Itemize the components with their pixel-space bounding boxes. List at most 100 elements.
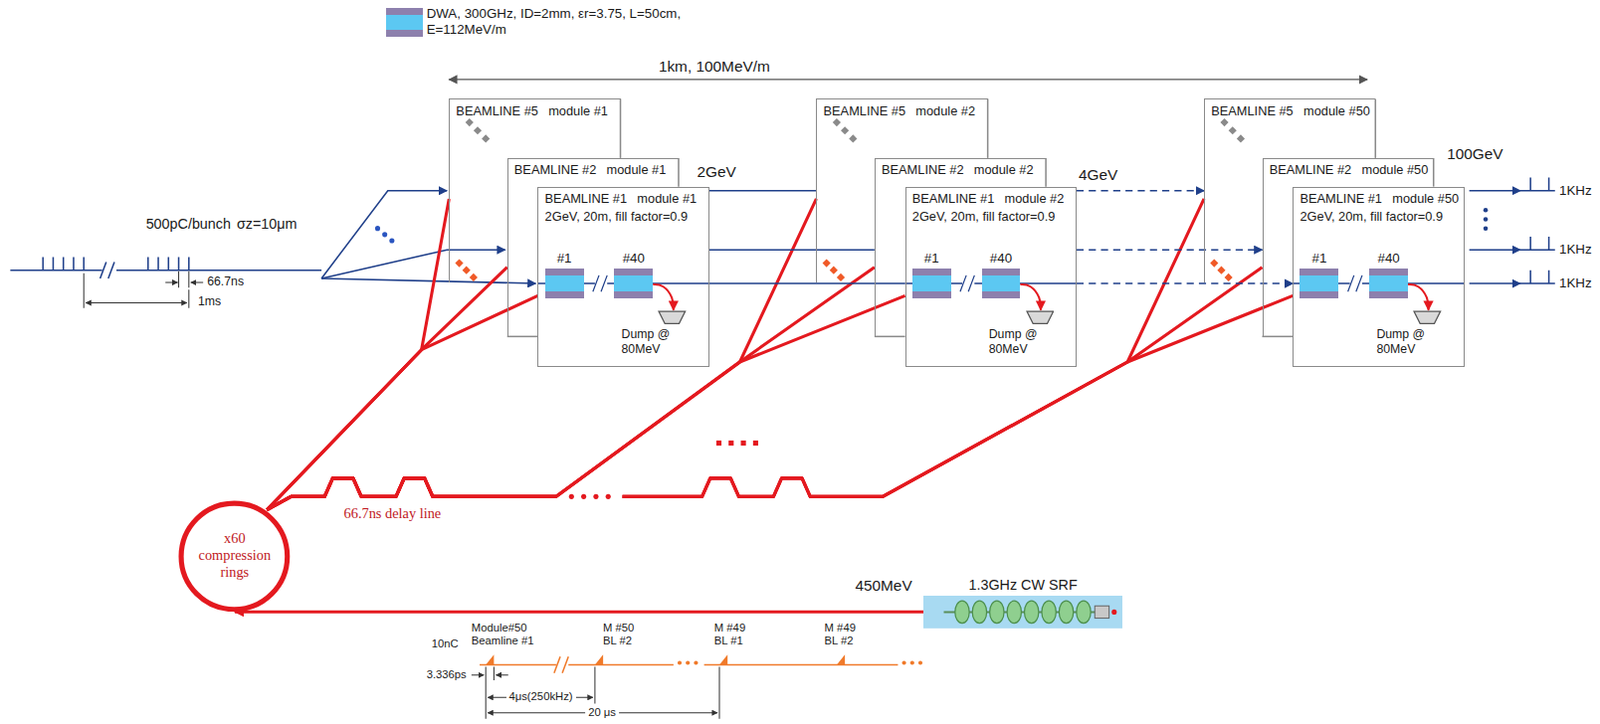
timing-marks	[471, 667, 720, 720]
timing-marks	[487, 712, 718, 714]
beamline-title: BEAMLINE #1	[912, 191, 996, 206]
dwa-structure: #1	[545, 250, 585, 300]
ring-outline	[182, 503, 289, 610]
beamline-title: BEAMLINE #2	[514, 162, 598, 178]
beam-dump-label: Dump @ 80MeV	[989, 327, 1044, 358]
length-dimension	[448, 78, 1368, 80]
beamline-box: BEAMLINE #5 module #50	[1203, 98, 1376, 283]
box-edge	[874, 336, 906, 339]
bunch-timing	[902, 660, 907, 665]
beam-transport-line	[266, 295, 1293, 510]
beam-split	[321, 191, 447, 279]
srf-cavity	[944, 610, 1108, 613]
beam-line	[1076, 190, 1204, 193]
beamline-title: BEAMLINE #2	[881, 162, 965, 178]
srf-cavity	[955, 600, 970, 624]
dump-symbol	[1026, 311, 1054, 324]
beam-transport-line	[266, 199, 449, 511]
beam-dump-label: Dump @ 80MeV	[621, 327, 677, 358]
beamline-box: BEAMLINE #5module #1	[448, 98, 620, 283]
dwa-structure-label: #1	[912, 250, 952, 267]
box-edge	[619, 98, 622, 158]
bunch-train	[9, 269, 322, 272]
bunch-timing	[485, 654, 494, 665]
box-edge	[1044, 158, 1047, 188]
bunch-train	[42, 256, 190, 270]
beamline-title: BEAMLINE #5	[1210, 103, 1294, 119]
box-edge	[507, 98, 1434, 337]
timing-marks	[83, 271, 190, 309]
timing-marks	[485, 667, 720, 720]
output-beam	[1469, 177, 1556, 284]
compression-ring: x60 compression rings	[178, 500, 291, 613]
module-title: module #2	[915, 103, 976, 119]
delay-ellipsis	[581, 494, 587, 500]
module-title: module #50	[1303, 103, 1371, 119]
timing-marks	[191, 282, 203, 284]
module-title: module #2	[1004, 191, 1065, 206]
annotation: 1KHz	[1559, 241, 1593, 258]
bunch-timing	[836, 654, 845, 665]
ellipsis-dots	[1483, 225, 1489, 231]
ellipsis-dots	[375, 225, 395, 243]
timing-label: 10nC	[431, 637, 459, 652]
beamline-title: BEAMLINE #1	[1299, 191, 1383, 206]
srf-cavity	[1111, 609, 1117, 615]
beam-transport-line	[652, 284, 674, 311]
timing-label: M #49 BL #1	[714, 621, 756, 649]
ellipsis-dots	[382, 231, 388, 237]
dump-symbol	[1025, 310, 1055, 325]
timing-label: M #49 BL #2	[824, 621, 866, 649]
dwa-structure: #1	[1299, 250, 1339, 300]
dwa-tube	[912, 268, 952, 299]
dwa-tube	[1369, 268, 1408, 299]
edge-label: 450MeV	[854, 577, 912, 596]
length-dimension	[448, 78, 1368, 80]
dump-symbol	[657, 310, 687, 325]
dwa-structure-label: #1	[1299, 250, 1339, 267]
beamline-box: BEAMLINE #5module #2	[815, 98, 988, 283]
annotation: 4GeV	[1078, 166, 1118, 185]
module-spec: 2GeV, 20m, fill factor=0.9	[912, 208, 1056, 224]
dwa-structure: #40	[613, 250, 653, 300]
module-decoration	[822, 118, 1077, 292]
beam-line	[709, 282, 906, 285]
timing-label: Module#50 Beamline #1	[471, 621, 540, 649]
dump-symbol	[659, 311, 687, 324]
delay-ellipsis	[741, 440, 747, 446]
dwa-structure: #1	[912, 250, 952, 300]
bunch-timing	[693, 660, 698, 665]
ring-outline	[178, 500, 291, 613]
module-title: module #50	[1392, 191, 1459, 206]
delay-ellipsis	[569, 440, 759, 500]
compression-ring-label: x60 compression rings	[191, 530, 279, 583]
srf-cavity	[1076, 600, 1091, 624]
beamline-box: BEAMLINE #2module #2	[874, 158, 1046, 337]
bunch-timing	[677, 660, 682, 665]
annotation: 66.7ns delay line	[344, 505, 442, 523]
ellipsis-dots	[389, 237, 395, 243]
module-decoration	[1209, 118, 1464, 292]
output-beam	[1469, 248, 1521, 251]
beamline-box: #1#40Dump @ 80MeVBEAMLINE #1module #22Ge…	[905, 187, 1077, 369]
dwa-structure: #40	[1369, 250, 1408, 300]
output-beam	[1469, 190, 1521, 193]
output-beam	[1520, 177, 1556, 284]
beamline-box: #1#40Dump @ 80MeVBEAMLINE #1module #12Ge…	[537, 187, 709, 369]
module-decoration	[454, 118, 709, 292]
srf-cavity	[972, 600, 987, 624]
annotation: 500pC/bunch	[146, 215, 231, 233]
timing-marks	[165, 282, 178, 284]
beamline-box: #1#40Dump @ 80MeVBEAMLINE #1module #502G…	[1292, 187, 1464, 369]
beam-transport-line	[266, 295, 538, 510]
delay-ellipsis	[605, 494, 611, 500]
srf-cavity	[990, 600, 1004, 624]
beam-line	[1076, 248, 1263, 251]
srf-linac-label: 1.3GHz CW SRF	[923, 577, 1123, 595]
beam-dump: Dump @ 80MeV	[1376, 310, 1444, 362]
dwa-tube	[613, 268, 653, 299]
annotation: 2GeV	[696, 163, 736, 182]
